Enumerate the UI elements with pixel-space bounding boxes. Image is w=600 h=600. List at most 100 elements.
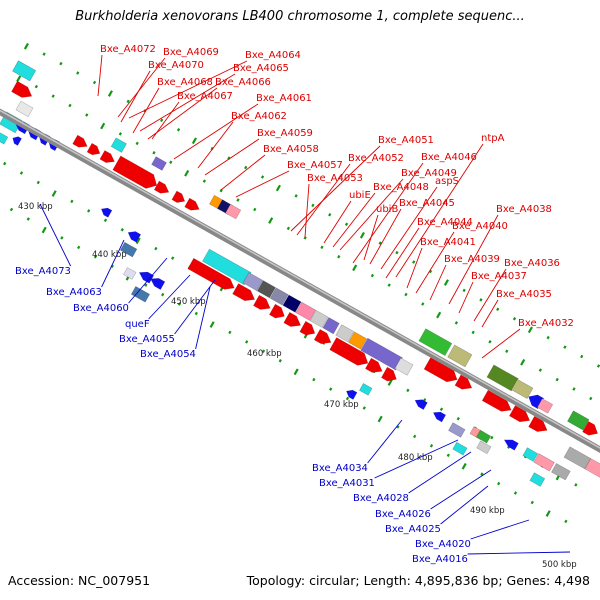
forward-gene (283, 311, 302, 327)
leader-line (323, 200, 352, 244)
leader-line (440, 485, 489, 525)
forward-gene-label: Bxe_A4070 (148, 60, 204, 71)
tick-dash (320, 245, 324, 250)
chromosome-backbone (0, 108, 600, 453)
tick-dash (311, 203, 315, 208)
tick-dash (100, 122, 106, 130)
gene-box (130, 285, 151, 303)
leader-line (173, 103, 259, 160)
gene-feature (448, 422, 466, 438)
leader-line (128, 257, 168, 304)
forward-gene (329, 337, 369, 366)
forward-gene (365, 357, 383, 373)
leader-line (473, 268, 507, 322)
gene-feature (256, 280, 276, 299)
forward-gene (72, 134, 88, 148)
forward-gene-label: Bxe_A4059 (257, 128, 313, 139)
tick-dash (253, 207, 257, 212)
leader-line (197, 121, 234, 169)
gene-arrow (481, 389, 512, 412)
leader-line (332, 192, 376, 248)
forward-gene-label: Bxe_A4051 (378, 135, 434, 146)
gene-box (476, 440, 492, 455)
tick-dash (461, 462, 467, 470)
gene-box (536, 398, 554, 414)
tick-dash (184, 169, 190, 177)
leader-line (352, 162, 424, 264)
tick-dash (51, 94, 55, 98)
tick-dash (413, 434, 417, 439)
tick-dash (404, 292, 408, 297)
tick-dash (77, 245, 81, 250)
tick-dash (497, 481, 501, 486)
forward-gene (313, 329, 332, 345)
gene-box (533, 453, 555, 472)
forward-gene (11, 80, 33, 98)
forward-gene-label: Bxe_A4046 (421, 152, 477, 163)
tick-dash (406, 388, 410, 393)
leader-line (235, 170, 290, 198)
gene-feature (452, 441, 468, 456)
forward-gene (253, 294, 271, 310)
tick-dash (443, 279, 449, 286)
gene-box (0, 131, 9, 145)
gene-feature (269, 287, 289, 306)
gene-feature (447, 344, 473, 368)
reverse-gene-label: queF (125, 319, 150, 330)
tick-dash (154, 246, 158, 251)
reverse-gene-label: Bxe_A4016 (412, 554, 468, 565)
gene-box (359, 383, 373, 396)
tick-dash (412, 260, 416, 264)
tick-dash (329, 387, 333, 391)
leader-line (195, 286, 211, 350)
reverse-gene (100, 207, 113, 218)
gene-box (394, 357, 414, 376)
forward-gene-label: Bxe_A4057 (287, 160, 343, 171)
gene-arrow (329, 337, 369, 366)
gene-feature (322, 317, 340, 335)
leader-line (406, 247, 423, 289)
tick-dash (564, 519, 568, 524)
gene-box (522, 447, 539, 462)
forward-gene-label: Bxe_A4058 (263, 144, 319, 155)
forward-gene-label: ubiB (376, 204, 398, 215)
tick-dash (135, 141, 139, 146)
reverse-gene-label: Bxe_A4063 (46, 287, 102, 298)
forward-gene-label: Bxe_A4041 (420, 237, 476, 248)
tick-dash (563, 345, 567, 349)
gene-box (256, 280, 276, 299)
gene-arrow (432, 411, 447, 423)
forward-gene (481, 389, 512, 412)
leader-line (120, 70, 151, 123)
tick-dash (454, 321, 459, 325)
forward-gene-label: Bxe_A4039 (444, 254, 500, 265)
gene-feature (529, 472, 546, 487)
reverse-gene (346, 389, 358, 400)
leader-line (117, 57, 166, 118)
tick-dash (118, 132, 123, 136)
tick-dash (34, 84, 39, 89)
accession-text: Accession: NC_007951 (8, 573, 151, 588)
forward-gene (582, 421, 599, 436)
forward-gene-label: ubiE (349, 190, 371, 201)
gene-feature (418, 328, 453, 357)
tick-dash (176, 128, 181, 132)
leader-line (204, 138, 260, 176)
gene-feature (551, 463, 571, 481)
tick-dash (421, 302, 425, 306)
reverse-gene-label: Bxe_A4073 (15, 266, 71, 277)
reverse-gene-label: Bxe_A4026 (375, 509, 431, 520)
reverse-gene (127, 231, 142, 243)
gene-feature (475, 429, 492, 444)
gene-feature (536, 398, 554, 414)
tick-label: 460 kbp (247, 349, 282, 359)
leader-line (458, 281, 474, 314)
tick-dash (260, 175, 265, 179)
gene-arrow (99, 150, 115, 163)
reverse-gene-label: Bxe_A4031 (319, 478, 375, 489)
gene-box (309, 309, 329, 329)
tick-label: 440 kbp (92, 250, 127, 260)
tick-dash (228, 330, 232, 335)
gene-box (448, 422, 466, 438)
leader-line (101, 239, 125, 288)
